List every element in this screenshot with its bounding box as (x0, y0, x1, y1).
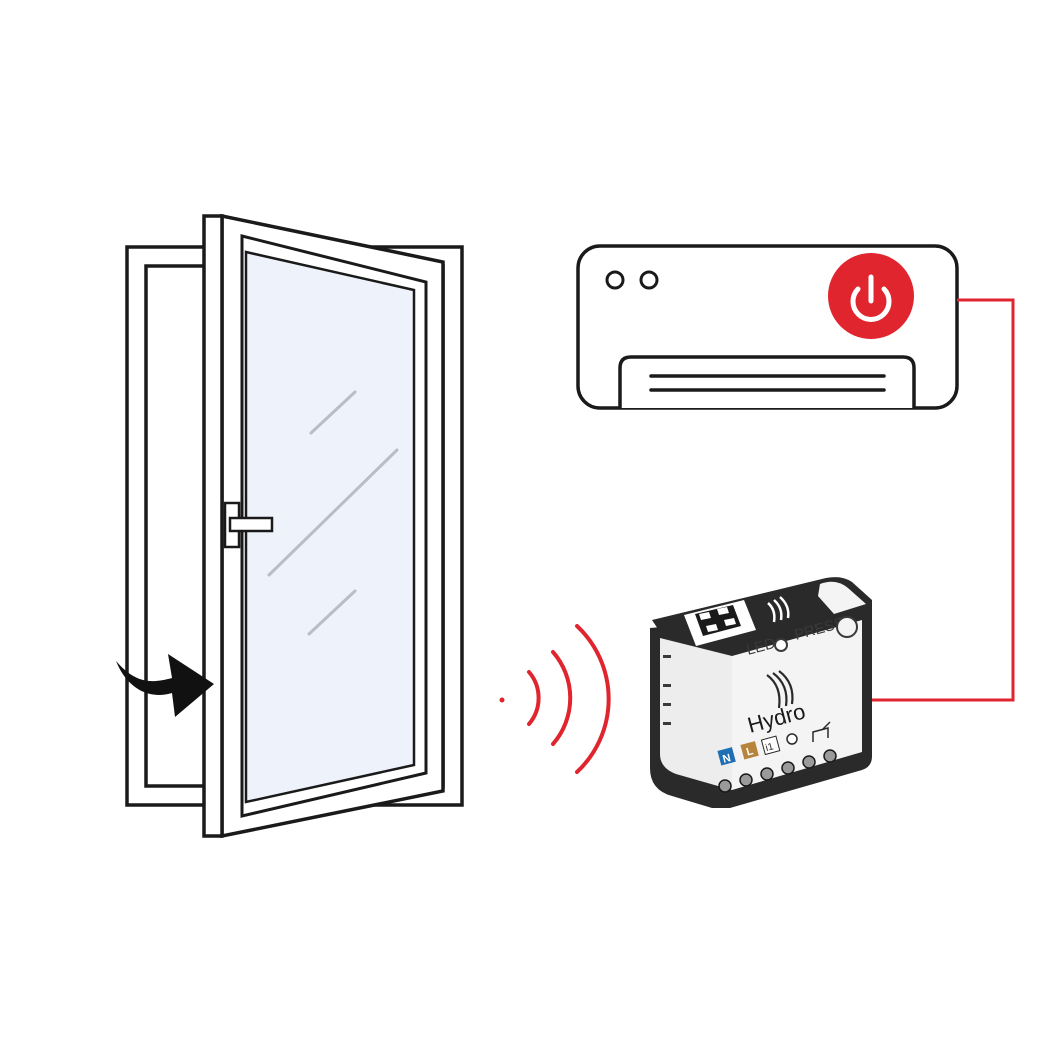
front-logo-icon (766, 670, 794, 709)
terminal-l: L (740, 741, 759, 760)
press-button[interactable] (836, 616, 858, 638)
terminal-n: N (717, 747, 736, 766)
hydro-logo-icon (767, 596, 790, 623)
relay-device: LED PRESS Hydro N L i1 (650, 577, 872, 808)
connection-wire (870, 298, 1015, 702)
qr-code-icon (684, 600, 756, 646)
window-handle (223, 501, 274, 549)
window-glass (244, 250, 416, 804)
svg-text:L: L (745, 745, 755, 758)
power-icon (850, 274, 892, 322)
relay-symbol-icon (812, 721, 831, 742)
wireless-signal-icon (499, 624, 611, 774)
screw-terminals (718, 749, 837, 793)
svg-text:N: N (721, 752, 732, 766)
push-arrow-icon (116, 654, 214, 717)
svg-text:i1: i1 (764, 741, 775, 754)
led-indicator (774, 638, 788, 652)
ground-terminal-icon (786, 733, 798, 745)
window-icon (125, 213, 464, 839)
power-button[interactable] (828, 253, 914, 339)
terminal-i1: i1 (760, 735, 781, 756)
